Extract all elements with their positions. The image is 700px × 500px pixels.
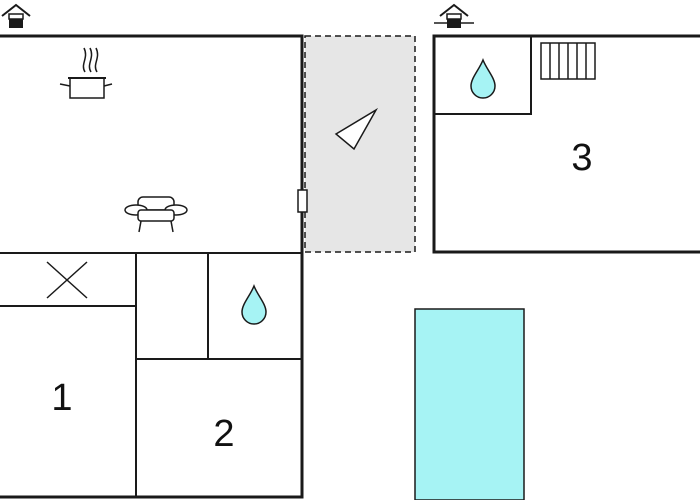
water-drop-icon bbox=[470, 57, 496, 99]
stairs-icon bbox=[540, 42, 596, 80]
room-label-3: 3 bbox=[571, 137, 592, 179]
cooking-pot-icon bbox=[59, 47, 113, 99]
main-house-walls bbox=[0, 34, 304, 499]
annex-walls bbox=[432, 34, 700, 254]
pool bbox=[414, 308, 525, 500]
entrance-icon bbox=[1, 3, 31, 28]
water-drop-icon bbox=[241, 283, 267, 325]
terrace-area bbox=[304, 35, 416, 253]
room-label-1: 1 bbox=[51, 377, 72, 419]
entrance-icon bbox=[434, 3, 474, 28]
annex-bathroom-walls bbox=[434, 36, 532, 115]
sofa-icon bbox=[124, 196, 188, 233]
bed-cross-icon bbox=[46, 261, 88, 299]
room-label-2: 2 bbox=[213, 413, 234, 455]
terrace-door bbox=[297, 189, 308, 213]
terrace-direction-icon bbox=[334, 107, 379, 151]
